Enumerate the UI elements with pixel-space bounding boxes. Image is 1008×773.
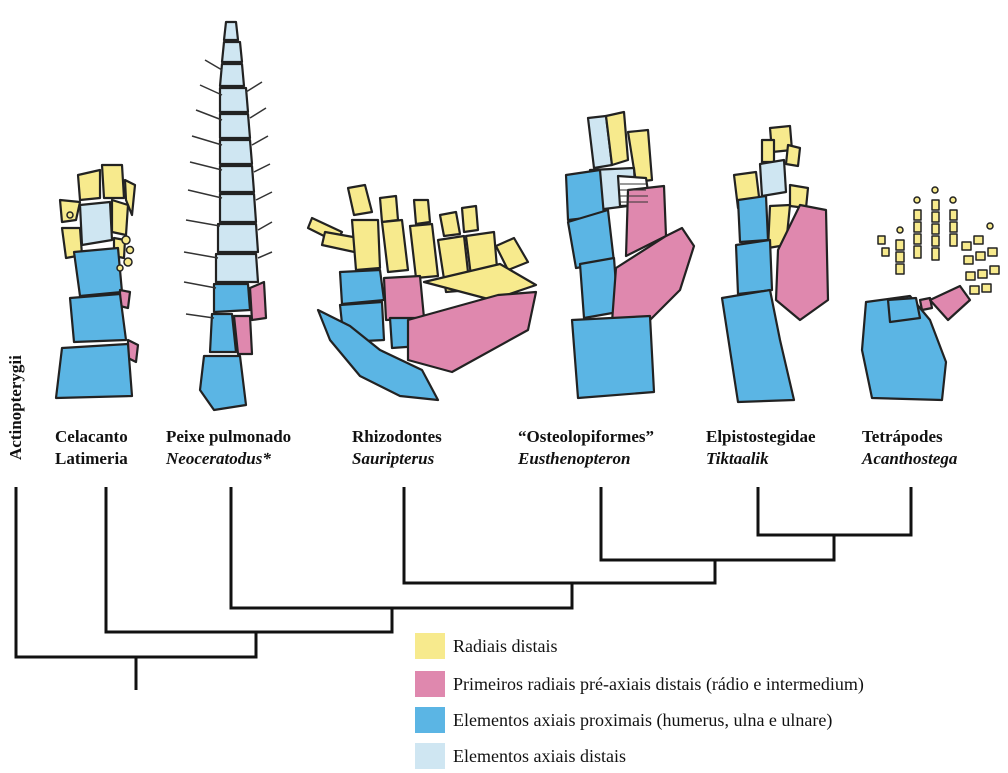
label-neoceratodus: Neoceratodus* <box>166 448 271 469</box>
acanthostega-digits <box>878 187 999 294</box>
acanthostega-limb <box>862 286 970 400</box>
label-eusthenopteron: Eusthenopteron <box>518 448 630 469</box>
lungfish-fin <box>200 22 266 410</box>
label-acanthostega: Acanthostega <box>862 448 957 469</box>
tiktaalik-fin <box>722 126 828 402</box>
legend-swatch-lightblue <box>415 743 445 769</box>
label-sauripterus: Sauripterus <box>352 448 434 469</box>
label-rhizodontes: Rhizodontes <box>352 426 442 447</box>
label-tetrapodes: Tetrápodes <box>862 426 943 447</box>
legend-item-axiais-proximais: Elementos axiais proximais (humerus, uln… <box>415 706 832 734</box>
label-elpistostegidae: Elpistostegidae <box>706 426 816 447</box>
label-actinopterygii: Actinopterygii <box>6 355 26 460</box>
legend-item-radiais-distais: Radiais distais <box>415 632 558 660</box>
osteolepiform-fin <box>566 112 694 398</box>
label-tiktaalik: Tiktaalik <box>706 448 769 469</box>
rhizodont-fin <box>308 185 536 400</box>
coelacanth-fin <box>56 165 138 398</box>
label-latimeria: Latimeria <box>55 448 128 469</box>
label-celacanto: Celacanto <box>55 426 128 447</box>
legend-swatch-blue <box>415 707 445 733</box>
label-osteolepiformes: “Osteolopiformes” <box>518 426 654 447</box>
legend-item-primeiros-radiais: Primeiros radiais pré-axiais distais (rá… <box>415 670 864 698</box>
label-peixe-pulmonado: Peixe pulmonado <box>166 426 291 447</box>
legend-swatch-yellow <box>415 633 445 659</box>
legend-item-axiais-distais: Elementos axiais distais <box>415 742 626 770</box>
legend-swatch-pink <box>415 671 445 697</box>
